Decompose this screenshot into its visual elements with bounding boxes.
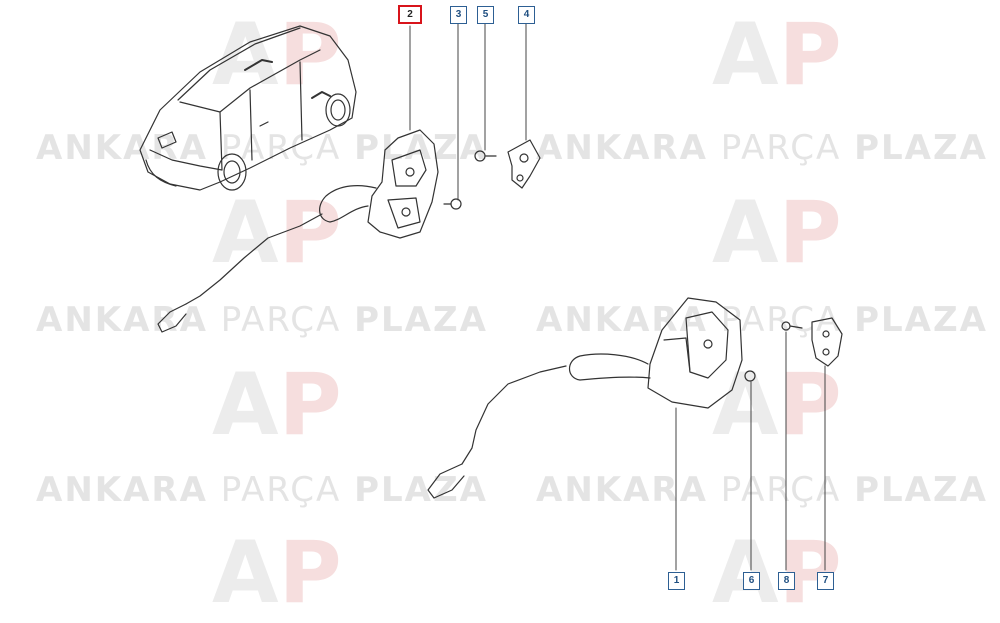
parts-diagram: AP AP AP AP AP AP AP AP ANKARA PARÇA PLA… — [36, 5, 988, 616]
callout-4[interactable]: 4 — [518, 6, 535, 24]
watermark-logo: AP — [712, 355, 842, 455]
watermark-text: ANKARA PARÇA PLAZA — [36, 300, 488, 340]
watermark-logo: AP — [712, 183, 842, 283]
callout-6[interactable]: 6 — [743, 572, 760, 590]
lower-screw-and-striker — [744, 317, 843, 382]
callout-7[interactable]: 7 — [817, 572, 834, 590]
car-illustration — [139, 25, 357, 191]
callout-8[interactable]: 8 — [778, 572, 795, 590]
callout-1[interactable]: 1 — [668, 572, 685, 590]
watermark-text: ANKARA PARÇA PLAZA — [36, 128, 488, 168]
watermark-logo: AP — [212, 355, 342, 455]
leader-lines — [409, 23, 826, 571]
watermark-text: ANKARA PARÇA PLAZA — [536, 128, 988, 168]
watermark-logo: AP — [212, 183, 342, 283]
watermark-text: ANKARA PARÇA PLAZA — [536, 470, 988, 510]
callout-2[interactable]: 2 — [398, 5, 422, 24]
lower-door-lock — [427, 297, 743, 499]
upper-screw-and-striker — [443, 139, 541, 210]
callout-5[interactable]: 5 — [477, 6, 494, 24]
watermark-text: ANKARA PARÇA PLAZA — [536, 300, 988, 340]
callout-3[interactable]: 3 — [450, 6, 467, 24]
technical-drawing — [139, 23, 843, 571]
upper-door-lock — [157, 129, 439, 333]
watermark-logo: AP — [712, 5, 842, 105]
